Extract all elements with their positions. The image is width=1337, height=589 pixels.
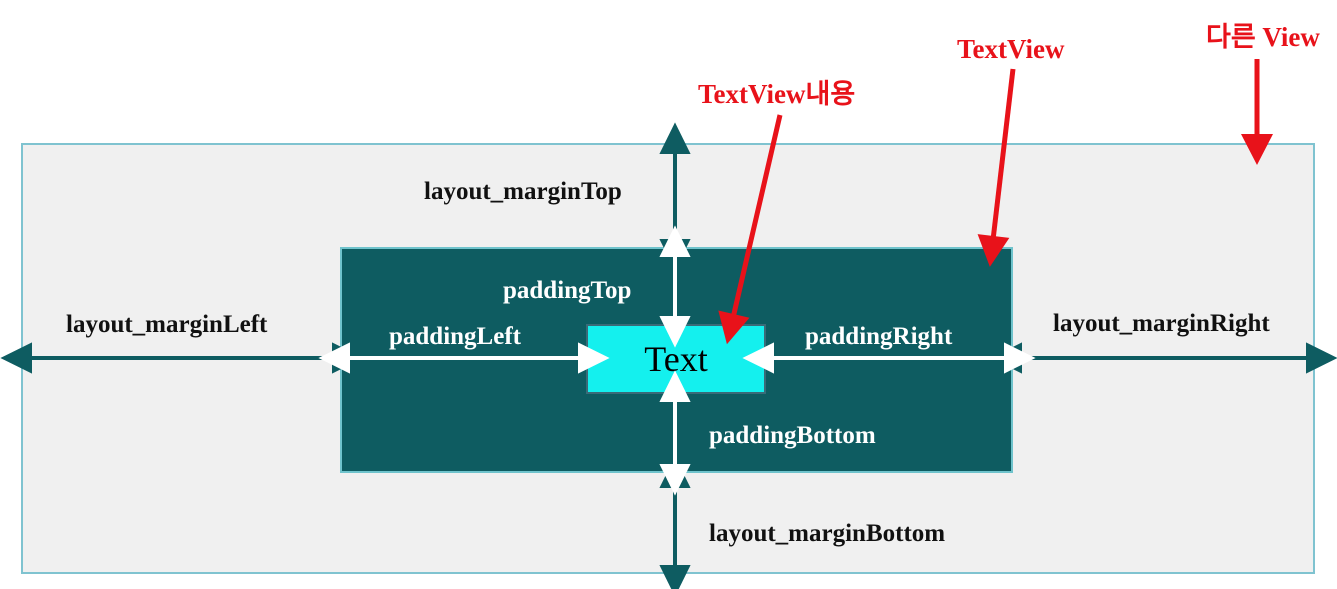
annotation-textview-content: TextView내용 xyxy=(698,79,856,109)
textview-content-box: Text xyxy=(586,324,766,394)
label-layout-margin-left: layout_marginLeft xyxy=(66,311,268,338)
label-padding-left: paddingLeft xyxy=(389,323,521,350)
annotation-other-view: 다른 View xyxy=(1206,22,1320,52)
textview-content-label: Text xyxy=(644,339,708,379)
annotation-textview: TextView xyxy=(957,34,1065,64)
label-layout-margin-bottom: layout_marginBottom xyxy=(709,520,946,547)
label-padding-right: paddingRight xyxy=(805,323,953,350)
label-layout-margin-top: layout_marginTop xyxy=(424,178,622,205)
label-padding-top: paddingTop xyxy=(503,277,632,304)
label-padding-bottom: paddingBottom xyxy=(709,422,876,449)
label-layout-margin-right: layout_marginRight xyxy=(1053,310,1270,337)
